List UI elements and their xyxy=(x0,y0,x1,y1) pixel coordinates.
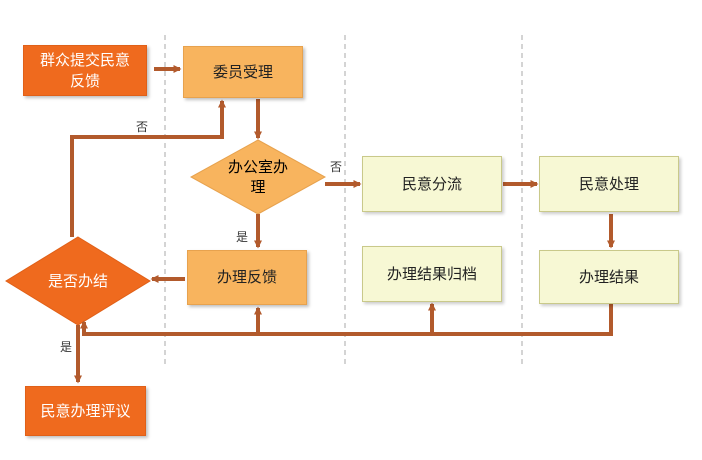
edge-label-office-yes: 是 xyxy=(236,230,249,244)
edge-label-concluded-yes: 是 xyxy=(60,340,73,354)
opinion-triage-node: 民意分流 xyxy=(362,156,502,212)
result-archive-node: 办理结果归档 xyxy=(362,246,502,302)
arrow-result-to-concluded xyxy=(80,304,613,336)
opinion-evaluation-node: 民意办理评议 xyxy=(25,386,146,436)
submit-feedback-label: 群众提交民意反馈 xyxy=(39,50,130,90)
office-decision-label: 办公室办理 xyxy=(227,158,288,196)
opinion-handle-label: 民意处理 xyxy=(578,174,639,193)
opinion-evaluation-label: 民意办理评议 xyxy=(40,401,131,420)
lane-dividers xyxy=(164,35,523,365)
submit-feedback-node: 群众提交民意反馈 xyxy=(23,45,147,96)
edge-label-concluded-no: 否 xyxy=(136,120,149,134)
handling-feedback-node: 办理反馈 xyxy=(187,250,307,305)
opinion-triage-label: 民意分流 xyxy=(401,174,462,193)
member-accept-node: 委员受理 xyxy=(183,46,303,98)
member-accept-label: 委员受理 xyxy=(212,62,273,81)
result-archive-label: 办理结果归档 xyxy=(386,264,477,283)
concluded-decision-node: 是否办结 xyxy=(33,270,123,292)
opinion-handle-node: 民意处理 xyxy=(539,156,679,212)
handling-result-node: 办理结果 xyxy=(539,250,679,304)
office-decision-node: 办公室办理 xyxy=(222,157,294,197)
arrow-concluded-no-to-accept xyxy=(70,99,226,237)
handling-result-label: 办理结果 xyxy=(578,267,639,286)
handling-feedback-label: 办理反馈 xyxy=(216,268,277,286)
edge-label-office-no: 否 xyxy=(330,160,343,174)
concluded-decision-label: 是否办结 xyxy=(47,272,108,290)
